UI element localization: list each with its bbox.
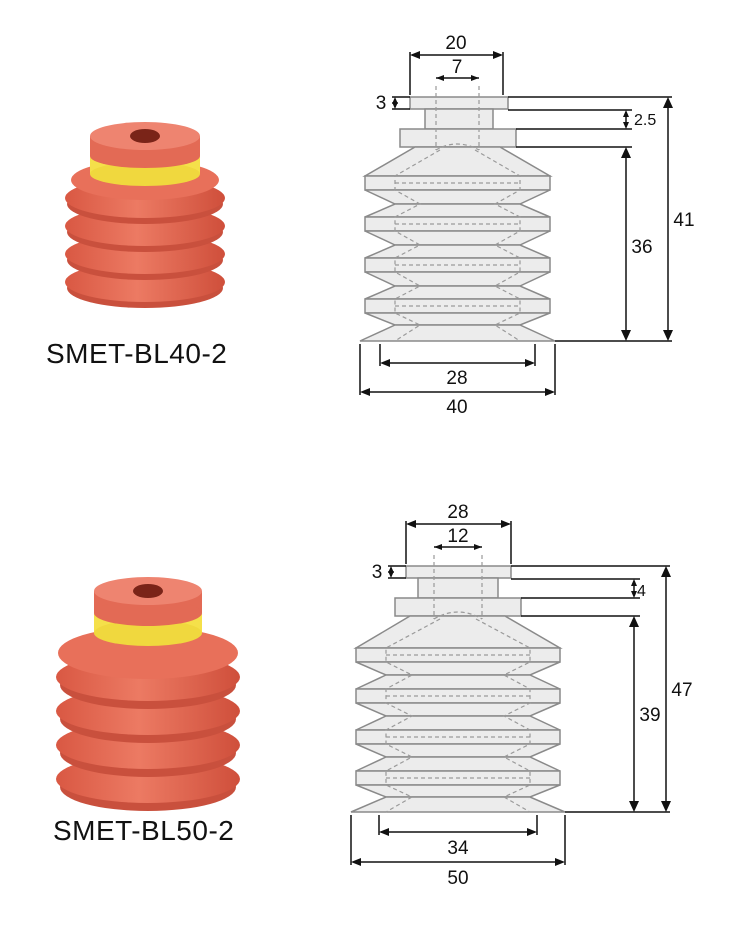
model-label: SMET-BL50-2 [53, 815, 235, 846]
dim-top-width: 20 [445, 33, 466, 54]
part-outline [359, 96, 556, 342]
technical-drawing-bl50: 28 12 3 4 39 47 34 50 [350, 502, 693, 889]
technical-drawing-bl40: 20 7 3 2.5 36 41 28 40 [359, 33, 695, 418]
dim-top-thickness: 3 [376, 93, 387, 114]
dimension-lines [350, 521, 670, 865]
part-outline [350, 565, 566, 813]
dim-bellows-height: 39 [639, 705, 660, 726]
dim-neck-step: 4 [637, 583, 646, 600]
product-photo-bl50 [56, 577, 240, 811]
product-panel-bl50: SMET-BL50-2 [0, 469, 750, 938]
dimension-lines [359, 52, 672, 395]
dim-base-inner: 34 [447, 838, 469, 859]
dim-neck-step: 2.5 [634, 112, 656, 129]
hidden-lines [385, 555, 531, 813]
product-photo-bl40 [65, 122, 225, 308]
dim-total-height: 47 [671, 680, 692, 701]
dim-base-outer: 40 [446, 397, 467, 418]
dimension-arrows [360, 51, 673, 396]
hidden-lines [394, 86, 521, 342]
dim-bellows-height: 36 [631, 237, 652, 258]
dim-base-inner: 28 [446, 368, 467, 389]
dim-base-outer: 50 [447, 868, 468, 889]
dim-bore: 12 [447, 526, 468, 547]
dim-total-height: 41 [673, 210, 694, 231]
model-label: SMET-BL40-2 [46, 338, 228, 369]
dim-top-width: 28 [447, 502, 468, 523]
dim-bore: 7 [452, 57, 463, 78]
dimension-arrows [351, 520, 671, 866]
product-panel-bl40: SMET-BL40-2 [46, 33, 695, 418]
dim-top-thickness: 3 [372, 562, 383, 583]
